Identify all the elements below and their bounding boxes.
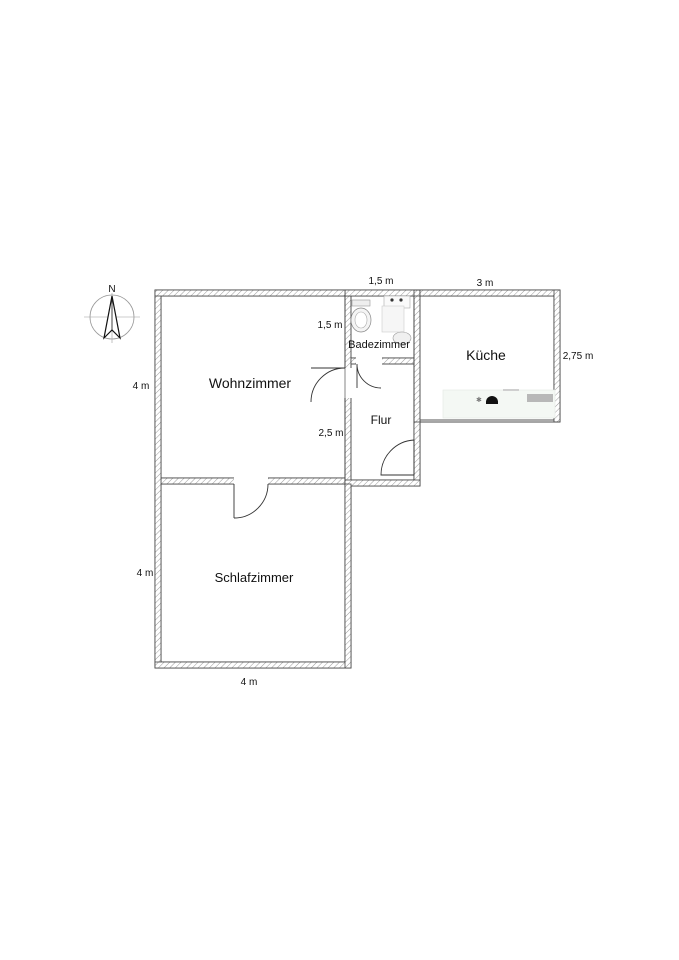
dim-bad-width: 1,5 m: [368, 276, 393, 287]
dim-kueche-width: 3 m: [477, 278, 494, 289]
dim-flur-height: 2,5 m: [318, 428, 343, 439]
dim-wohnzimmer-height: 4 m: [133, 381, 150, 392]
room-label-flur: Flur: [371, 413, 392, 427]
door-schlafzimmer: [233, 483, 269, 519]
room-label-kueche: Küche: [466, 347, 506, 363]
stove-icon: ✱: [476, 396, 498, 404]
svg-text:✱: ✱: [476, 396, 482, 404]
door-wohnzimmer-flur: [310, 367, 346, 403]
shower-icon: [381, 305, 412, 345]
doors: [233, 357, 415, 519]
dim-schlafzimmer-height: 4 m: [137, 568, 154, 579]
toilet-icon: [350, 299, 372, 333]
compass-label: N: [108, 284, 115, 295]
dim-bad-height: 1,5 m: [317, 320, 342, 331]
compass: N: [84, 284, 140, 343]
dim-kueche-height: 2,75 m: [563, 351, 594, 362]
room-label-schlafzimmer: Schlafzimmer: [215, 570, 294, 585]
door-badezimmer: [356, 363, 382, 389]
room-label-wohnzimmer: Wohnzimmer: [209, 375, 292, 391]
door-flur-kueche: [380, 439, 415, 476]
sink-icon: [383, 295, 411, 309]
bathroom-fixtures: [350, 295, 412, 345]
kitchen-fixtures: ✱: [442, 389, 556, 419]
dim-schlafzimmer-width: 4 m: [241, 677, 258, 688]
room-label-badezimmer: Badezimmer: [348, 339, 410, 351]
